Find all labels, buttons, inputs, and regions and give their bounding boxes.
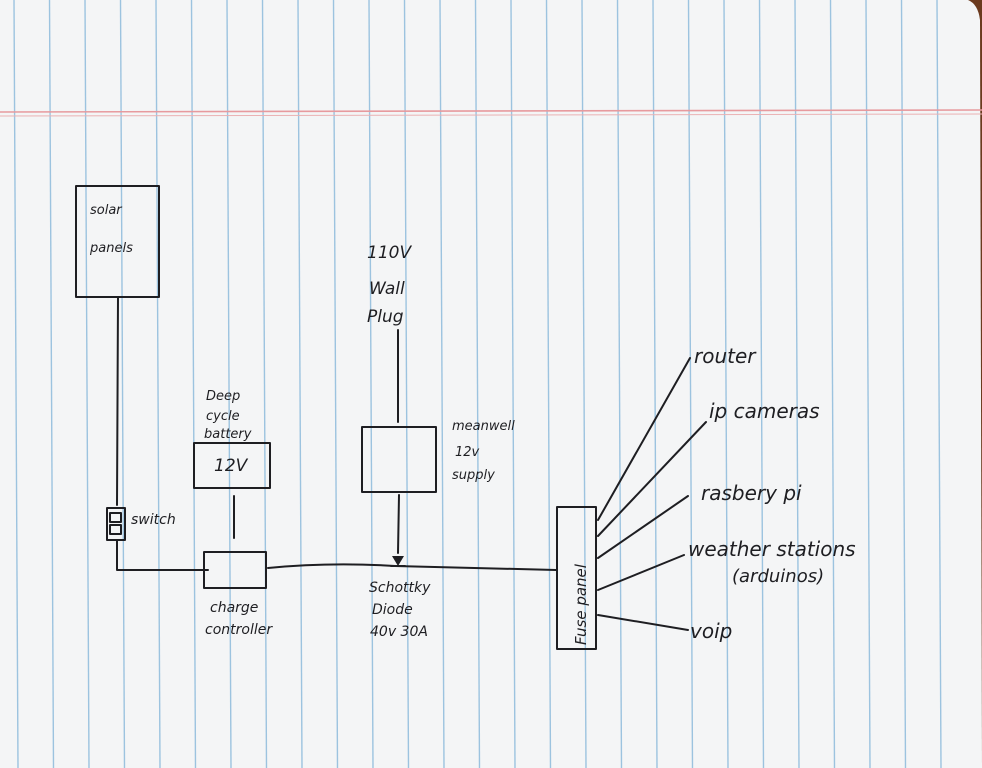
ruled-line [581,0,587,768]
load-label-router: router [694,344,757,368]
charge-controller-box [203,551,267,589]
wire-to-router [597,357,691,521]
ruled-line [155,0,161,768]
ruled-line [900,0,907,768]
ruled-line [332,0,339,768]
ruled-line [723,0,729,768]
margin-line-2 [0,113,982,117]
meanwell-label-2: 12v [455,445,480,460]
ruled-line [616,0,623,768]
load-label-ip-cameras: ip cameras [709,399,820,423]
load-label-voip: voip [690,619,732,643]
switch-inner-top [109,512,122,523]
ruled-line [297,0,303,768]
ruled-line [936,0,942,768]
fuse-panel-label: Fuse panel [572,563,590,645]
ruled-line [652,0,658,768]
battery-box [193,442,271,489]
ruled-line [48,0,55,768]
battery-caption-1: Deep [206,389,240,404]
meanwell-label-3: supply [452,468,495,483]
ruled-line [261,0,268,768]
wire-solar-to-switch [116,296,119,506]
wall-plug-label-2: Wall [369,279,405,299]
charge-controller-label-2: controller [205,622,273,638]
wire-switch-to-controller [116,539,209,571]
ruled-line [687,0,694,768]
margin-line [0,109,982,113]
wire-controller-to-fuse-panel [267,563,557,571]
wire-to-voip [597,614,689,631]
ruled-line [758,0,765,768]
ruled-line [13,0,19,768]
ruled-line [119,0,126,768]
battery-caption-2: cycle [206,409,240,424]
ruled-line [865,0,871,768]
diode-label-3: 40v 30A [370,624,428,640]
ruled-line [794,0,800,768]
switch-label: switch [131,512,176,528]
solar-panels-label-1: solar [90,203,123,218]
diode-label-1: Schottky [369,580,431,596]
ruled-line [545,0,552,768]
wire-to-weather-stations [597,554,685,591]
diode-label-2: Diode [372,602,413,618]
wall-plug-label-3: Plug [367,307,404,327]
meanwell-label-1: meanwell [452,419,515,434]
wire-to-rasbery-pi [597,495,689,559]
ruled-line [84,0,90,768]
ruled-line [403,0,410,768]
solar-panels-label-2: panels [89,241,133,256]
ruled-line [829,0,836,768]
schottky-diode-icon [392,556,404,566]
load-label-weather-stations: weather stations [688,537,856,561]
ruled-lines [13,0,942,768]
ruled-line [510,0,516,768]
ruled-line [368,0,374,768]
battery-caption-3: battery [204,427,252,442]
ruled-line [439,0,445,768]
ruled-line [226,0,232,768]
charge-controller-label-1: charge [210,600,258,616]
wire-to-ip-cameras [597,421,707,537]
ruled-line [474,0,481,768]
wall-plug-label-1: 110V [367,243,412,263]
battery-voltage-label: 12V [214,456,249,476]
meanwell-supply-box [361,426,437,493]
switch-inner-bottom [109,524,122,535]
load-label-arduinos: (arduinos) [732,566,824,587]
load-label-rasbery-pi: rasbery pi [701,481,802,505]
ruled-line [190,0,197,768]
fuse-panel-box [556,506,597,650]
wire-supply-to-diode [397,494,400,554]
